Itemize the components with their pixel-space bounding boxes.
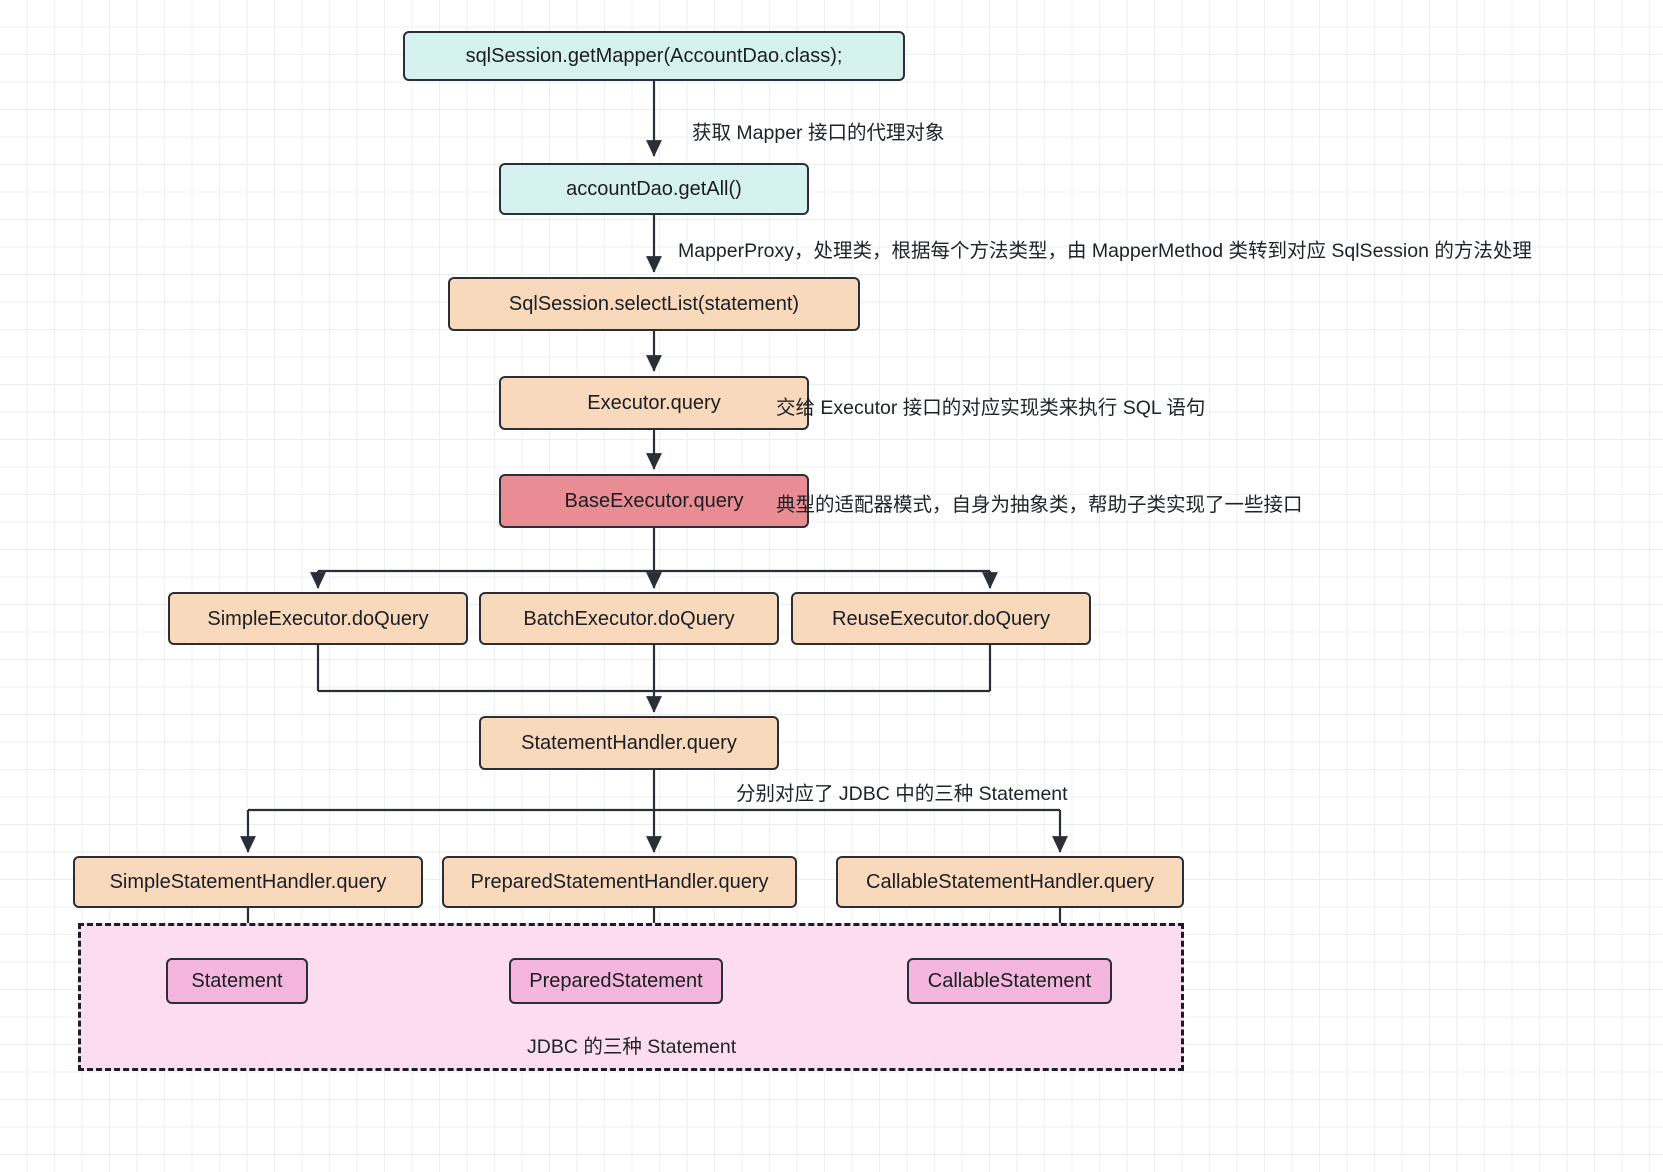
node-statement[interactable]: Statement (166, 958, 308, 1004)
node-preparedstatementhandler-query[interactable]: PreparedStatementHandler.query (442, 856, 797, 908)
node-statementhandler-query[interactable]: StatementHandler.query (479, 716, 779, 770)
node-reuseexecutor-doquery[interactable]: ReuseExecutor.doQuery (791, 592, 1091, 645)
node-baseexecutor-query[interactable]: BaseExecutor.query (499, 474, 809, 528)
node-simplestatementhandler-query[interactable]: SimpleStatementHandler.query (73, 856, 423, 908)
node-simpleexecutor-doquery[interactable]: SimpleExecutor.doQuery (168, 592, 468, 645)
jdbc-statement-group-label: JDBC 的三种 Statement (527, 1036, 737, 1058)
annotation-get-mapper-proxy: 获取 Mapper 接口的代理对象 (692, 122, 945, 144)
annotation-jdbc-three-statements: 分别对应了 JDBC 中的三种 Statement (736, 783, 1068, 805)
annotation-adapter-pattern: 典型的适配器模式，自身为抽象类，帮助子类实现了一些接口 (776, 494, 1303, 516)
node-sqlsession-getmapper[interactable]: sqlSession.getMapper(AccountDao.class); (403, 31, 905, 81)
node-callablestatement[interactable]: CallableStatement (907, 958, 1112, 1004)
node-accountdao-getall[interactable]: accountDao.getAll() (499, 163, 809, 215)
node-sqlsession-selectlist[interactable]: SqlSession.selectList(statement) (448, 277, 860, 331)
node-executor-query[interactable]: Executor.query (499, 376, 809, 430)
node-callablestatementhandler-query[interactable]: CallableStatementHandler.query (836, 856, 1184, 908)
annotation-mapperproxy: MapperProxy，处理类，根据每个方法类型，由 MapperMethod … (678, 240, 1532, 262)
node-preparedstatement[interactable]: PreparedStatement (509, 958, 723, 1004)
node-batchexecutor-doquery[interactable]: BatchExecutor.doQuery (479, 592, 779, 645)
annotation-executor-impl: 交给 Executor 接口的对应实现类来执行 SQL 语句 (776, 397, 1206, 419)
